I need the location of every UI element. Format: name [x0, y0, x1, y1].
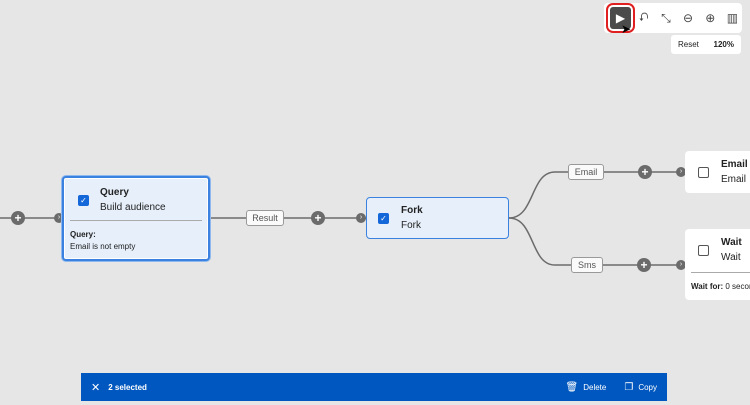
transition-label-sms[interactable]: Sms [571, 257, 603, 273]
wait-detail: Wait for: 0 seconds [691, 282, 750, 291]
add-activity-button[interactable]: + [638, 165, 652, 179]
map-button[interactable]: ▥ [723, 7, 742, 29]
node-subtitle: Email [721, 174, 747, 185]
map-icon: ▥ [726, 11, 739, 25]
query-node[interactable]: ✓ Query Build audience Query: Email is n… [62, 176, 210, 261]
reorganize-icon: ⮏ [638, 9, 649, 24]
query-checkbox[interactable]: ✓ [78, 195, 89, 206]
copy-label: Copy [638, 382, 657, 392]
node-title: Email [721, 159, 748, 170]
cursor-icon: ➤ [621, 22, 632, 36]
node-subtitle: Build audience [100, 202, 166, 213]
copy-button[interactable]: ❐ Copy [624, 382, 657, 393]
transition-label-result[interactable]: Result [246, 210, 284, 226]
node-title: Wait [721, 237, 742, 248]
zoom-level: 120% [713, 40, 734, 49]
select-tool-button[interactable]: ▶ [605, 3, 636, 33]
collapse-icon: ⤡ [661, 10, 671, 25]
add-activity-button[interactable]: + [637, 258, 651, 272]
wait-checkbox[interactable] [698, 245, 709, 256]
node-subtitle: Wait [721, 252, 741, 263]
connector-icon: › [676, 260, 686, 270]
delete-button[interactable]: 🗑 Delete [566, 382, 607, 393]
zoom-out-icon: ⊖ [683, 11, 694, 25]
detail-label: Query: [70, 230, 96, 239]
zoom-in-button[interactable]: ⊕ [701, 7, 720, 29]
fork-node[interactable]: ✓ Fork Fork [366, 197, 509, 239]
delete-label: Delete [583, 382, 607, 392]
fork-checkbox[interactable]: ✓ [378, 213, 389, 224]
email-node[interactable]: Email Email [685, 151, 750, 193]
add-activity-button[interactable]: + [311, 211, 325, 225]
email-checkbox[interactable] [698, 167, 709, 178]
collapse-button[interactable]: ⤡ [656, 7, 675, 29]
copy-icon: ❐ [624, 381, 634, 393]
detail-value: Email is not empty [70, 242, 136, 251]
connector-icon: › [356, 213, 366, 223]
divider [70, 220, 202, 221]
selection-bar: ✕ 2 selected 🗑 Delete ❐ Copy [81, 373, 667, 401]
zoom-in-icon: ⊕ [705, 11, 716, 25]
node-title: Query [100, 187, 129, 198]
reset-zoom-button[interactable]: Reset [678, 40, 699, 49]
wait-node[interactable]: Wait Wait Wait for: 0 seconds [685, 229, 750, 300]
transition-label-email[interactable]: Email [568, 164, 604, 180]
trash-icon: 🗑 [565, 381, 579, 393]
close-icon[interactable]: ✕ [91, 381, 101, 394]
reorganize-button[interactable]: ⮏ [634, 7, 653, 29]
zoom-out-button[interactable]: ⊖ [678, 7, 697, 29]
node-title: Fork [401, 205, 423, 216]
zoom-panel: Reset 120% [671, 35, 741, 54]
detail-label: Wait for: [691, 282, 724, 291]
select-icon: ▶ [615, 11, 626, 25]
canvas-toolbar: ▶ ⮏ ⤡ ⊖ ⊕ ▥ [604, 3, 742, 33]
divider [691, 272, 750, 273]
node-subtitle: Fork [401, 220, 421, 231]
selection-count: 2 selected [108, 382, 147, 392]
add-activity-button[interactable]: + [11, 211, 25, 225]
detail-value: 0 seconds [725, 282, 750, 291]
connector-icon: › [676, 167, 686, 177]
connector-icon: › [54, 213, 64, 223]
